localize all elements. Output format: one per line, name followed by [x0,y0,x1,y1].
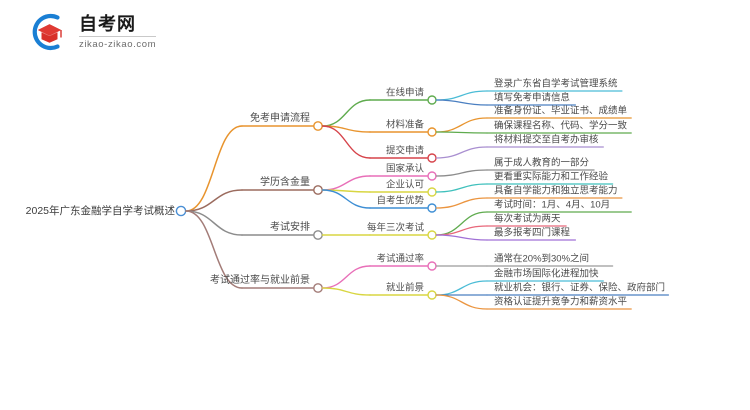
mindmap-leaf-4-2-2[interactable]: 就业机会：银行、证券、保险、政府部门 [494,282,666,294]
mindmap-subbranch-1-1[interactable]: 在线申请 [385,87,424,99]
mindmap-branch-4[interactable]: 考试通过率与就业前景 [210,275,310,286]
mindmap-subbranch-2-2[interactable]: 企业认可 [385,179,424,191]
mindmap-leaf-4-2-1[interactable]: 金融市场国际化进程加快 [494,268,599,280]
mindmap-branch-3[interactable]: 考试安排 [270,222,310,233]
mindmap-leaf-1-1-1[interactable]: 登录广东省自学考试管理系统 [494,78,618,90]
logo-subtitle: zikao-zikao.com [79,38,157,50]
logo-text: 自考网 zikao-zikao.com [79,15,157,50]
mindmap-leaf-4-1-1[interactable]: 通常在20%到30%之间 [494,253,590,265]
mindmap-subbranch-4-1[interactable]: 考试通过率 [376,253,424,265]
mindmap-subbranch-4-2[interactable]: 就业前景 [385,282,424,294]
graduation-cap-logo-icon [26,10,70,54]
logo-title: 自考网 [79,15,157,37]
mindmap-leaf-2-1-1[interactable]: 属于成人教育的一部分 [494,157,590,169]
mindmap-leaf-2-3-1[interactable]: 具备自学能力和独立思考能力 [494,185,618,197]
site-logo: 自考网 zikao-zikao.com [26,10,157,54]
mindmap-leaf-4-2-3[interactable]: 资格认证提升竞争力和薪资水平 [494,296,628,308]
mindmap-leaf-1-2-1[interactable]: 准备身份证、毕业证书、成绩单 [494,105,628,117]
mindmap-subbranch-3-1[interactable]: 每年三次考试 [366,222,424,234]
mindmap-branch-1[interactable]: 免考申请流程 [250,113,310,124]
mindmap-leaf-1-1-2[interactable]: 填写免考申请信息 [494,92,571,104]
mindmap-subbranch-2-1[interactable]: 国家承认 [385,163,424,175]
mindmap-root-node[interactable]: 2025年广东金融学自学考试概述 [25,204,175,217]
mindmap-leaf-3-1-3[interactable]: 最多报考四门课程 [494,227,571,239]
mindmap-branch-2[interactable]: 学历含金量 [260,177,310,188]
mindmap-leaf-1-3-1[interactable]: 将材料提交至自考办审核 [494,134,599,146]
mindmap-subbranch-2-3[interactable]: 自考生优势 [376,195,424,207]
mindmap-subbranch-1-2[interactable]: 材料准备 [385,119,424,131]
mindmap-leaf-1-2-2[interactable]: 确保课程名称、代码、学分一致 [494,120,628,132]
mindmap-leaf-2-2-1[interactable]: 更看重实际能力和工作经验 [494,171,609,183]
mindmap-leaf-3-1-1[interactable]: 考试时间：1月、4月、10月 [494,199,611,211]
mindmap-subbranch-1-3[interactable]: 提交申请 [385,145,424,157]
mindmap-leaf-3-1-2[interactable]: 每次考试为两天 [494,213,561,225]
